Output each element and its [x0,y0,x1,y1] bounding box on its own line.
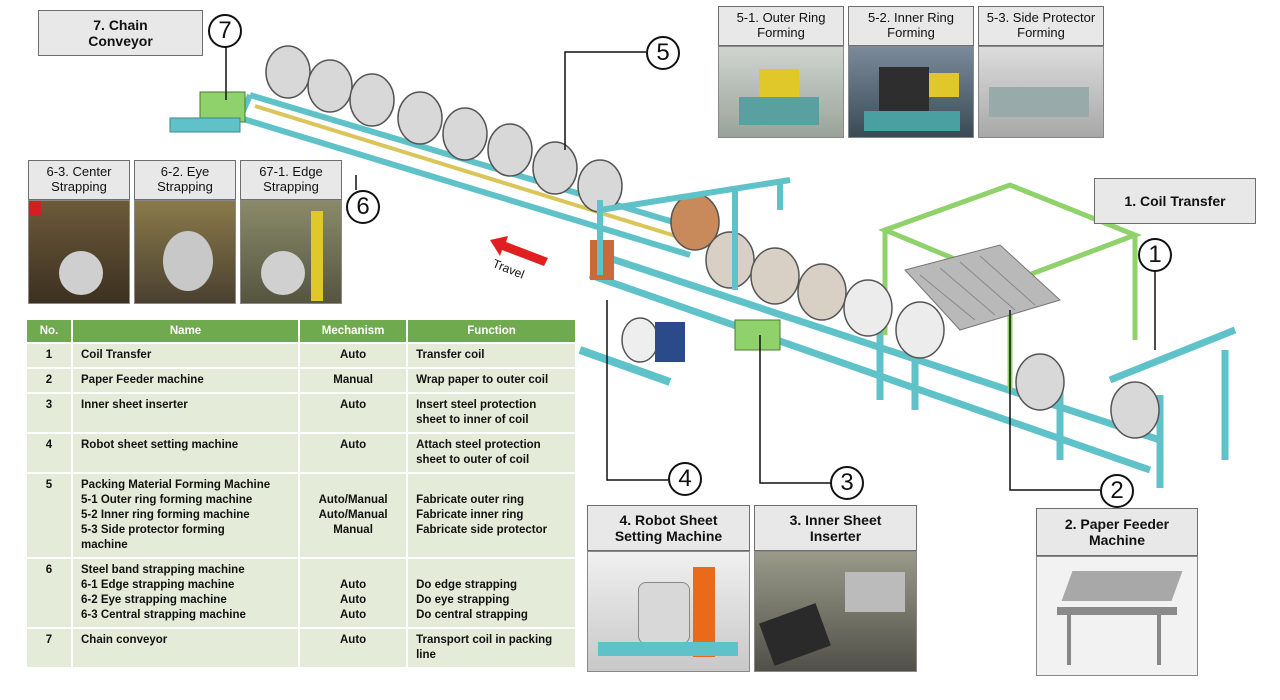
paper-feeder-label: 2. Paper Feeder Machine [1036,508,1198,556]
paper-feeder-photo [1036,556,1198,676]
cell-function: Insert steel protection sheet to inner o… [408,394,575,432]
cell-function: Wrap paper to outer coil [408,369,575,392]
inner-sheet-label: 3. Inner Sheet Inserter [754,505,917,551]
center-strapping-photo [28,200,130,304]
callout-7: 7 [208,14,242,48]
cell-no: 5 [27,474,71,557]
cell-function: Fabricate outer ring Fabricate inner rin… [408,474,575,557]
cell-function: Do edge strapping Do eye strapping Do ce… [408,559,575,627]
outer-ring-photo [718,46,844,138]
callout-6: 6 [346,190,380,224]
center-strapping-label: 6-3. Center Strapping [28,160,130,200]
cell-name: Inner sheet inserter [73,394,299,432]
side-protector-photo [978,46,1104,138]
cell-mechanism: Auto [300,394,407,432]
table-row: 1 Coil Transfer Auto Transfer coil [27,344,575,367]
cell-no: 3 [27,394,71,432]
edge-strapping-photo [240,200,342,304]
paper-feeder-rollers [904,244,1061,331]
table-header-row: No. Name Mechanism Function [27,320,575,342]
callout-2: 2 [1100,474,1134,508]
main-conveyor-frame [588,251,1237,488]
side-protector-forming-label: 5-3. Side Protector Forming [978,6,1104,46]
cell-name: Steel band strapping machine 6-1 Edge st… [73,559,299,627]
inner-sheet-photo [754,551,917,672]
cell-no: 6 [27,559,71,627]
table-row: 3 Inner sheet inserter Auto Insert steel… [27,394,575,432]
cell-name: Packing Material Forming Machine 5-1 Out… [73,474,299,557]
robot-sheet-photo [587,551,750,672]
cell-name: Chain conveyor [73,629,299,667]
conveyor-drive-unit [169,91,246,133]
outer-ring-forming-label: 5-1. Outer Ring Forming [718,6,844,46]
cell-no: 1 [27,344,71,367]
chain-conveyor-chain [254,104,696,244]
callout-1: 1 [1138,238,1172,272]
cell-function: Transfer coil [408,344,575,367]
inner-ring-forming-label: 5-2. Inner Ring Forming [848,6,974,46]
header-mechanism: Mechanism [300,320,407,342]
cell-name: Robot sheet setting machine [73,434,299,472]
table-row: 6 Steel band strapping machine 6-1 Edge … [27,559,575,627]
center-columns [597,177,791,290]
coils-lower [621,193,1160,439]
table-row: 4 Robot sheet setting machine Auto Attac… [27,434,575,472]
cell-no: 7 [27,629,71,667]
callout-5: 5 [646,36,680,70]
edge-strapping-label: 67-1. Edge Strapping [240,160,342,200]
cell-no: 4 [27,434,71,472]
cell-function: Attach steel protection sheet to outer o… [408,434,575,472]
callout-leaders [225,44,1156,491]
table-row: 7 Chain conveyor Auto Transport coil in … [27,629,575,667]
cell-function: Transport coil in packing line [408,629,575,667]
cell-mechanism: Auto [300,629,407,667]
header-name: Name [73,320,299,342]
inner-ring-photo [848,46,974,138]
cell-mechanism: Auto Auto Auto [300,559,407,627]
chain-conveyor-label: 7. Chain Conveyor [38,10,203,56]
coils-upper [265,45,623,213]
cell-mechanism: Auto [300,434,407,472]
callout-4: 4 [668,462,702,496]
cell-name: Paper Feeder machine [73,369,299,392]
cell-name: Coil Transfer [73,344,299,367]
cell-mechanism: Manual [300,369,407,392]
header-function: Function [408,320,575,342]
cell-mechanism: Auto [300,344,407,367]
equipment-table: No. Name Mechanism Function 1 Coil Trans… [25,318,577,669]
eye-strapping-label: 6-2. Eye Strapping [134,160,236,200]
eye-strapping-photo [134,200,236,304]
cell-no: 2 [27,369,71,392]
cell-mechanism: Auto/Manual Auto/Manual Manual [300,474,407,557]
table-row: 5 Packing Material Forming Machine 5-1 O… [27,474,575,557]
table-row: 2 Paper Feeder machine Manual Wrap paper… [27,369,575,392]
robot-sheet-label: 4. Robot Sheet Setting Machine [587,505,750,551]
header-no: No. [27,320,71,342]
callout-3: 3 [830,466,864,500]
side-stations [578,240,781,386]
travel-arrow [490,236,548,266]
coil-transfer-label: 1. Coil Transfer [1094,178,1256,224]
